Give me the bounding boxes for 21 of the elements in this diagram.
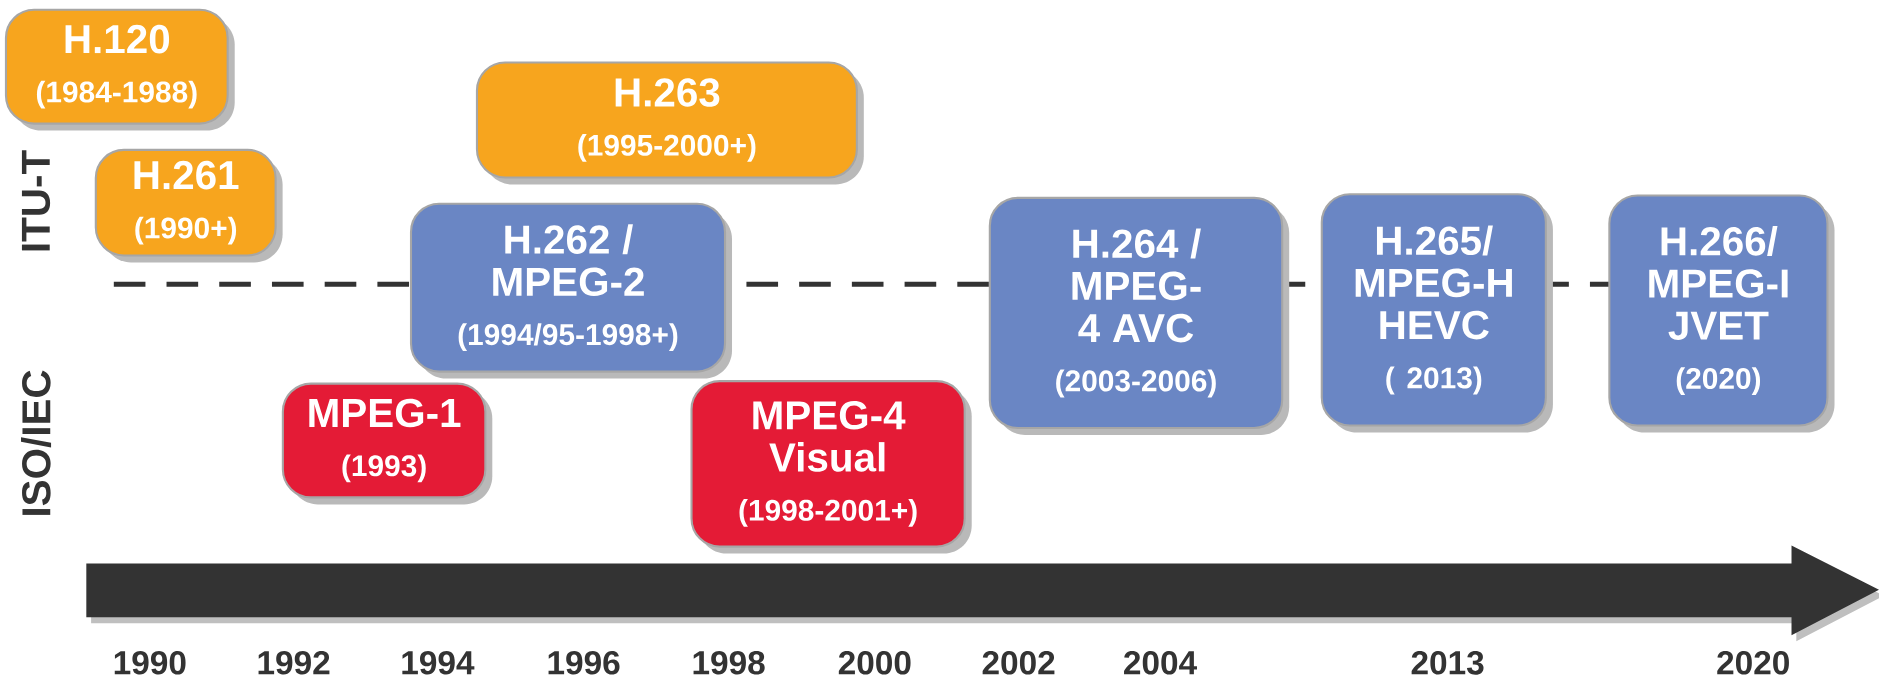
standard-box: H.262 / MPEG-2 (1994/95-1998+) [409, 202, 732, 379]
year-label: 1992 [258, 650, 330, 675]
year-label: 2020 [1717, 650, 1789, 675]
year-label: 1994 [402, 650, 475, 675]
year-label: 2004 [1124, 650, 1197, 675]
year-label: 2002 [982, 650, 1055, 675]
group-label: ISO/IEC [21, 370, 52, 515]
standard-box: H.261 (1990+) [94, 148, 283, 263]
year-label: 2013 [1411, 650, 1484, 675]
standard-box: MPEG-4 Visual (1998-2001+) [690, 380, 972, 554]
year-label: 2000 [838, 650, 911, 675]
standard-box: H.265/ MPEG-H HEVC ( 2013) [1320, 193, 1553, 433]
standard-box: H.263 (1995-2000+) [475, 61, 864, 185]
year-label: 1998 [693, 650, 765, 675]
standard-box: H.120 (1984-1988) [4, 8, 235, 131]
standard-box: H.266/ MPEG-I JVET (2020) [1608, 194, 1835, 433]
standard-box: MPEG-1 (1993) [281, 382, 493, 505]
year-label: 1996 [548, 650, 620, 675]
group-label: ITU-T [21, 150, 51, 251]
year-label: 1990 [114, 650, 186, 675]
standard-box: H.264 / MPEG-4 AVC (2003-2006) [988, 196, 1290, 435]
